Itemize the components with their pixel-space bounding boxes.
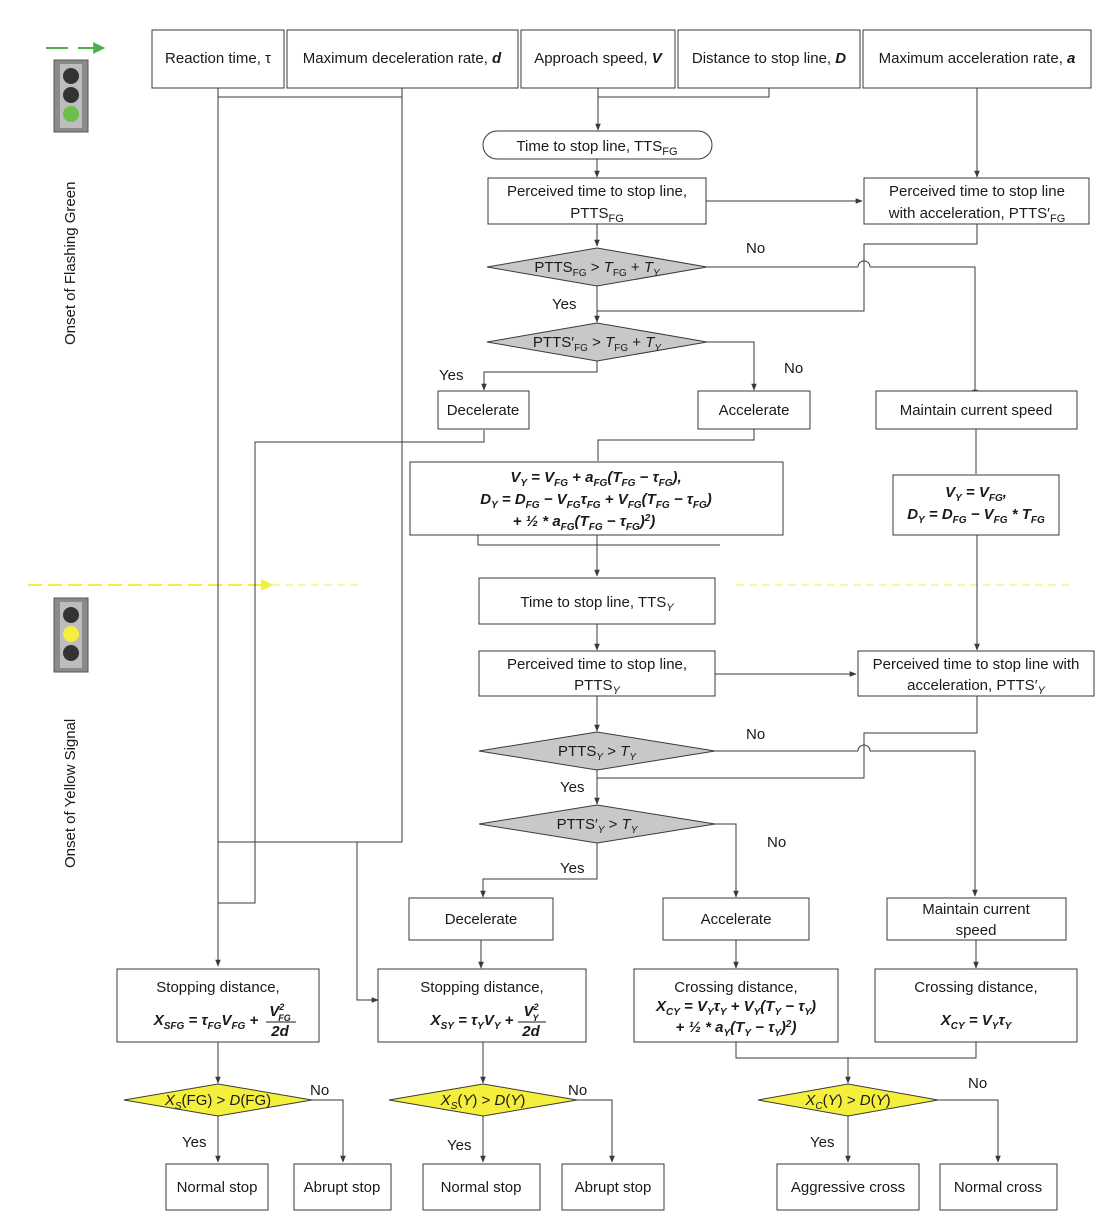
normal-stop-y: Normal stop	[441, 1179, 522, 1196]
input-max-acceleration: Maximum acceleration rate, a	[879, 50, 1076, 67]
ptts-fg-box: Perceived time to stop line,	[507, 183, 687, 200]
accelerate-fg-box: Accelerate	[719, 402, 790, 419]
label-yes-c: Yes	[810, 1134, 834, 1151]
stop-y-title: Stopping distance,	[420, 979, 543, 996]
ptts-y-accel-box-line2: acceleration, PTTS′Y	[907, 677, 1045, 697]
label-no-fg: No	[310, 1082, 329, 1099]
label-no-c: No	[968, 1075, 987, 1092]
input-reaction-time: Reaction time, τ	[165, 50, 271, 67]
ptts-y-box-line2: PTTSY	[574, 677, 620, 697]
traffic-light-green-icon	[53, 59, 89, 133]
decision-xs-fg: XS(FG) > D(FG)	[164, 1092, 271, 1112]
svg-text:2d: 2d	[270, 1023, 289, 1040]
label-no-1: No	[746, 240, 765, 257]
label-yes-3: Yes	[560, 779, 584, 796]
traffic-light-yellow-icon	[53, 597, 89, 673]
ptts-y-accel-box: Perceived time to stop line with	[873, 656, 1080, 673]
maintain-y-box-line2: speed	[956, 922, 997, 939]
side-label-flashing-green: Onset of Flashing Green	[62, 182, 79, 345]
label-yes-y: Yes	[447, 1137, 471, 1154]
stop-y-eq: XSY = τYVY +	[430, 1012, 514, 1032]
abrupt-stop-fg: Abrupt stop	[304, 1179, 381, 1196]
decision-ptts-y: PTTSY > TY	[558, 743, 637, 763]
label-no-2: No	[784, 360, 803, 377]
accel-fg-eq-3: + ½ * aFG(TFG − τFG)2)	[513, 513, 656, 533]
abrupt-stop-y: Abrupt stop	[575, 1179, 652, 1196]
ptts-fg-accel-box: Perceived time to stop line	[889, 183, 1065, 200]
cross-maint-title: Crossing distance,	[914, 979, 1037, 996]
input-distance-stop-line: Distance to stop line, D	[692, 50, 846, 67]
input-max-deceleration: Maximum deceleration rate, d	[303, 50, 502, 67]
label-yes-4: Yes	[560, 860, 584, 877]
ptts-fg-box-line2: PTTSFG	[570, 205, 624, 225]
cross-accel-eq-2: + ½ * aY(TY − τY)2)	[676, 1019, 797, 1039]
normal-stop-fg: Normal stop	[177, 1179, 258, 1196]
svg-text:V2Y: V2Y	[523, 1002, 539, 1023]
accel-fg-eq-1: VY = VFG + aFG(TFG − τFG),	[510, 469, 681, 489]
label-yes-1: Yes	[552, 296, 576, 313]
label-no-y: No	[568, 1082, 587, 1099]
maintain-fg-box: Maintain current speed	[900, 402, 1053, 419]
decision-ptts-fg-accel: PTTS′FG > TFG + TY	[533, 334, 663, 354]
tts-y-box: Time to stop line, TTSY	[520, 594, 674, 614]
decelerate-fg-box: Decelerate	[447, 402, 520, 419]
tts-fg-terminal: Time to stop line, TTSFG	[516, 138, 677, 158]
stop-fg-title: Stopping distance,	[156, 979, 279, 996]
decision-ptts-y-accel: PTTS′Y > TY	[557, 816, 639, 836]
normal-cross: Normal cross	[954, 1179, 1042, 1196]
ptts-y-box: Perceived time to stop line,	[507, 656, 687, 673]
decision-ptts-fg: PTTSFG > TFG + TY	[534, 259, 661, 279]
decision-xs-y: XS(Y) > D(Y)	[440, 1092, 526, 1112]
svg-text:2d: 2d	[521, 1023, 540, 1040]
cross-accel-title: Crossing distance,	[674, 979, 797, 996]
maintain-y-box: Maintain current	[922, 901, 1030, 918]
aggressive-cross: Aggressive cross	[791, 1179, 905, 1196]
input-approach-speed: Approach speed, V	[534, 50, 664, 67]
decision-xc-y: XC(Y) > D(Y)	[804, 1092, 890, 1112]
accelerate-y-box: Accelerate	[701, 911, 772, 928]
decelerate-y-box: Decelerate	[445, 911, 518, 928]
label-no-3: No	[746, 726, 765, 743]
side-label-yellow-signal: Onset of Yellow Signal	[62, 719, 79, 868]
label-yes-2: Yes	[439, 367, 463, 384]
maintain-fg-eq-2: DY = DFG − VFG * TFG	[907, 506, 1045, 526]
label-yes-fg: Yes	[182, 1134, 206, 1151]
label-no-4: No	[767, 834, 786, 851]
ptts-fg-accel-box-line2: with acceleration, PTTS′FG	[888, 205, 1066, 225]
